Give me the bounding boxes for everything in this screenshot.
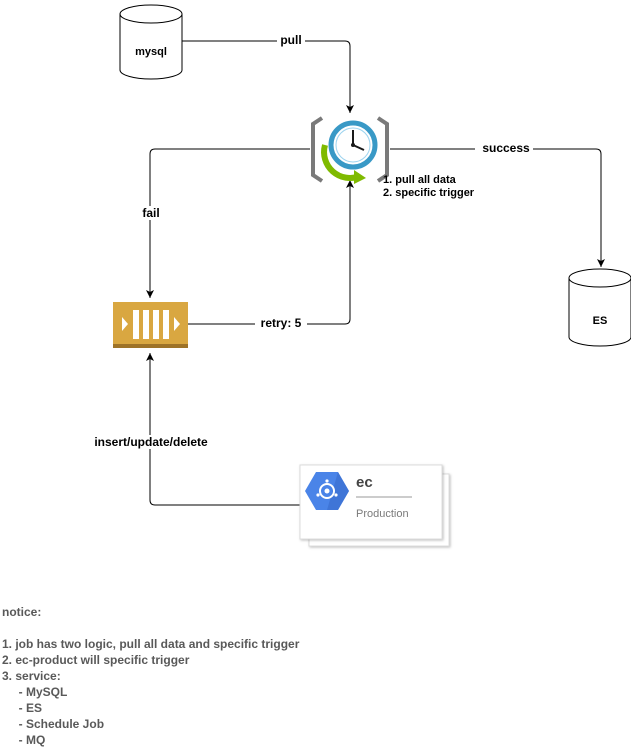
architecture-diagram: pull success fail retry: 5 insert/update… [94,4,631,547]
notice-line: 1. job has two logic, pull all data and … [2,637,300,651]
refresh-arrow-icon [321,144,362,181]
notice-line: - MQ [2,733,46,747]
edge-label-success: success [482,141,530,155]
schedule-job-node[interactable]: 1. pull all data 2. specific trigger [311,116,475,199]
edge-fail[interactable] [146,148,310,298]
edge-success[interactable] [390,148,605,267]
notice-title: notice: [2,605,42,619]
queue-icon [113,302,188,348]
es-label: ES [593,315,608,327]
database-icon [119,4,183,80]
notice-spacer [2,620,299,636]
bracket-left-icon [311,116,324,183]
edge-label-pull: pull [280,33,301,47]
ec-service-title: ec [356,474,373,491]
edge-retry[interactable] [188,180,354,325]
es-database-node[interactable]: ES [568,268,631,347]
edge-label-fail: fail [142,206,159,220]
clock-icon [328,120,378,170]
schedule-job-note-line-1: 1. pull all data [383,174,457,186]
bracket-right-icon [376,116,389,183]
ec-service-node[interactable]: ec Production [299,464,450,547]
edge-label-insert-update-delete: insert/update/delete [94,435,208,449]
message-queue-node[interactable] [113,302,188,348]
database-icon [568,268,631,347]
notice-line: - MySQL [2,685,68,699]
notice-block: notice: 1. job has two logic, pull all d… [2,604,299,748]
notice-line: - ES [2,701,43,715]
edge-pull[interactable] [182,40,354,113]
notice-line: - Schedule Job [2,717,105,731]
gcp-service-icon [305,472,349,510]
mysql-label: mysql [135,46,167,58]
mysql-database-node[interactable]: mysql [119,4,183,80]
edge-label-retry: retry: 5 [261,316,302,330]
notice-line: 2. ec-product will specific trigger [2,653,190,667]
schedule-job-note-line-2: 2. specific trigger [383,187,475,199]
edge-insert-update-delete[interactable] [146,353,300,506]
ec-service-subtitle: Production [356,508,409,520]
notice-line: 3. service: [2,669,61,683]
